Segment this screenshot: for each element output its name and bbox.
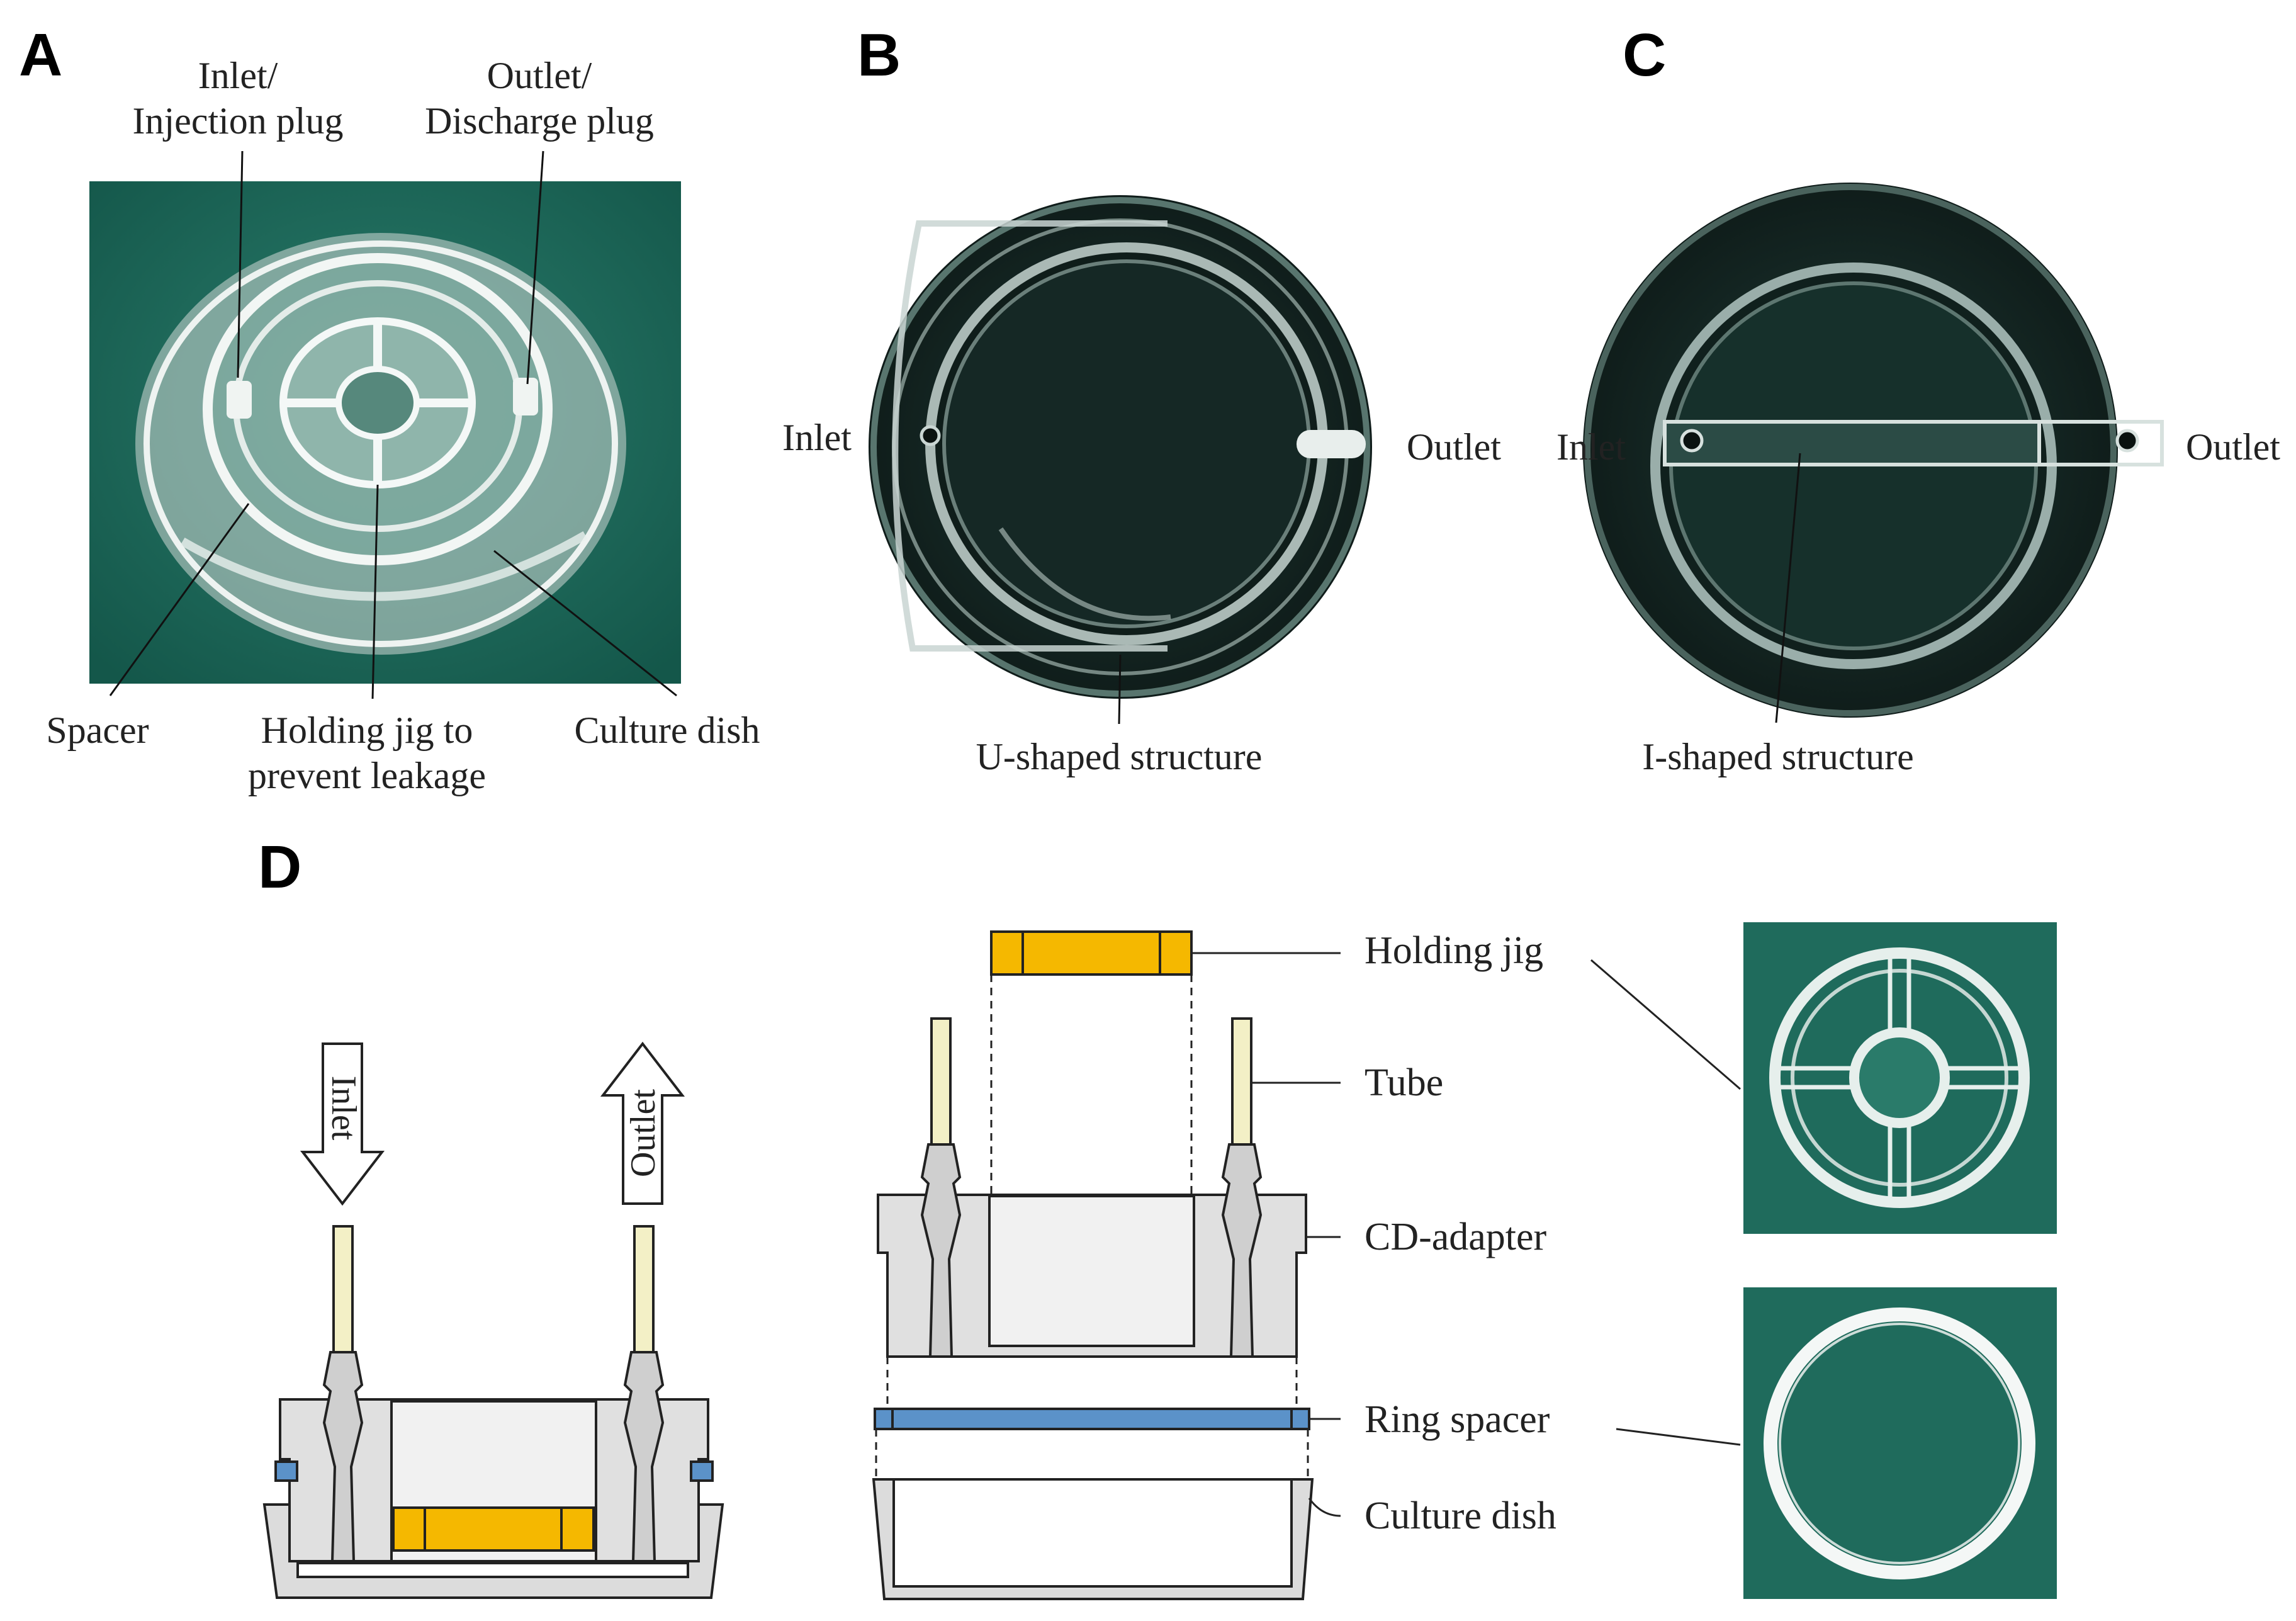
panel-label-d: D [258, 833, 301, 901]
panel-label-b: B [857, 21, 901, 89]
label-inlet-injection-plug-1: Inlet/ [198, 55, 278, 96]
leader-lines-a [109, 150, 677, 699]
arrow-inlet-down [300, 1042, 385, 1206]
label-inlet-c: Inlet [1556, 426, 1626, 468]
label-outlet-b: Outlet [1407, 426, 1501, 468]
ring-spacer-exploded [874, 1408, 1310, 1430]
label-cd-adapter: CD-adapter [1365, 1216, 1547, 1258]
holding-jig-assembled [392, 1506, 595, 1552]
ring-spacer-right-assembled [690, 1460, 714, 1482]
label-arrow-outlet: Outlet [624, 1089, 663, 1177]
leader-line-u-shaped [1118, 654, 1122, 725]
leader-lines-d [1191, 952, 1741, 1517]
assembled-cross-section [262, 1225, 724, 1599]
arrow-outlet-up [600, 1041, 685, 1205]
label-tube: Tube [1365, 1061, 1443, 1104]
label-outlet-c: Outlet [2186, 426, 2280, 468]
label-ring-spacer: Ring spacer [1365, 1398, 1550, 1441]
photo-ring-spacer [1743, 1287, 2057, 1599]
holding-jig-exploded [990, 930, 1193, 976]
exploded-view [872, 930, 1314, 1600]
label-culture-dish-a: Culture dish [575, 709, 760, 751]
label-i-shaped-structure: I-shaped structure [1642, 736, 1913, 777]
label-holding-jig-2: prevent leakage [248, 755, 486, 796]
label-culture-dish-d: Culture dish [1365, 1494, 1556, 1537]
label-inlet-b: Inlet [782, 417, 852, 458]
label-holding-jig-1: Holding jig to [261, 709, 473, 751]
label-spacer: Spacer [46, 709, 149, 751]
panel-label-c: C [1623, 21, 1666, 89]
connector-left-exploded [920, 1143, 962, 1358]
tube-left-assembled [332, 1225, 354, 1353]
tube-right-exploded [1231, 1017, 1252, 1146]
panel-label-a: A [19, 21, 62, 89]
photo-u-shaped-dish [869, 195, 1372, 699]
photo-device-assembly [89, 181, 681, 684]
leader-line-i-shaped [1775, 453, 1801, 723]
connector-right-exploded [1221, 1143, 1263, 1358]
connector-left-assembled [322, 1351, 364, 1562]
ring-spacer-left-assembled [274, 1460, 298, 1482]
label-outlet-discharge-plug-2: Discharge plug [425, 100, 654, 142]
tube-right-assembled [633, 1225, 655, 1353]
label-outlet-discharge-plug-1: Outlet/ [487, 55, 592, 96]
label-inlet-injection-plug-2: Injection plug [133, 100, 344, 142]
alignment-dashes [875, 974, 1309, 1479]
label-holding-jig: Holding jig [1365, 929, 1543, 972]
label-u-shaped-structure: U-shaped structure [976, 736, 1263, 777]
photo-i-shaped-dish [1583, 183, 2164, 718]
connector-right-assembled [623, 1351, 665, 1562]
photo-holding-jig [1743, 922, 2057, 1234]
tube-left-exploded [930, 1017, 952, 1146]
label-arrow-inlet: Inlet [324, 1076, 363, 1141]
